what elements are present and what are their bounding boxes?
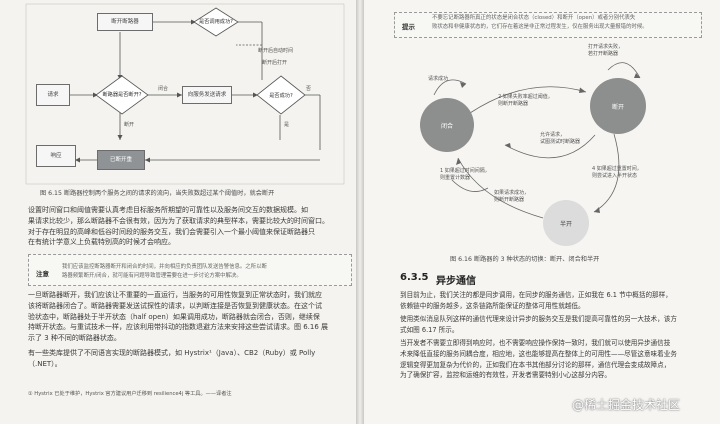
left-paragraph-1: 设置时间窗口和阈值需要认真考虑目标服务所期望的可靠性以及服务间交互的数据规模。如…	[28, 206, 329, 247]
timeout-label: 断开后自动时间	[258, 48, 294, 54]
note-box	[28, 254, 352, 286]
breaker-open-diamond: 断路器是否断开?	[102, 91, 142, 98]
tip-tag: 提示	[402, 23, 415, 31]
right-page	[364, 0, 720, 424]
left-page	[0, 0, 356, 424]
closed-label: 闭合	[158, 86, 169, 92]
watermark: @稀土掘金技术社区	[572, 398, 681, 412]
failure-threshold-label: 2 如果失败率超过阈值， 则断开断路器	[498, 94, 553, 107]
left-paragraph-2: 一旦断路器断开，我们应该让不重要的一直运行，当服务的可用性恢复到正常状态时，我们…	[28, 291, 329, 343]
book-gutter	[356, 0, 364, 424]
reset-timeout-label: 4 如果超过重置时间， 则尝试进入半开状态	[592, 166, 642, 179]
request-box: 请求	[36, 84, 70, 106]
state-open: 断开	[590, 78, 646, 134]
no-label: 否	[306, 86, 312, 92]
response-box: 响应	[36, 145, 76, 167]
note-tag: 注意	[36, 270, 49, 278]
after-timeout-label: 断开后打开	[262, 60, 288, 66]
call-ok-diamond: 是否调用成功?	[199, 18, 233, 25]
half-open-success-label: 如果请求成功， 则断开断路器	[494, 190, 530, 203]
right-paragraph-3: 当开发者不需要立即得到响应时，也不需要响应操作保持一致时，我们就可以使用异步通信…	[400, 339, 677, 380]
record-failure-box: 已断开重	[97, 150, 145, 170]
tip-text: 不要忘记断路器所真正的状态是闭合状态（closed）和断开（open）或者分别代…	[432, 15, 648, 30]
open-fail-label: 打开请求失败， 若打开断路器	[588, 44, 624, 57]
tolerance-label: 允许请求， 试图测试时断路器	[540, 132, 581, 145]
note-text: 我们应该监控断路器断开和闭合的时间，并向相应的负责团队发送告警信息。之所以断 路…	[62, 264, 267, 279]
figure-6-15-caption: 图 6.15 断路器控制两个服务之间的请求的流向，当失败数超过某个阈值时，就会断…	[40, 190, 275, 197]
left-paragraph-3: 有一些类库提供了不同语言实现的断路器模式，如 Hystrix¹（Java）、CB…	[28, 349, 316, 368]
proxy-call-box: 向服务发送请求	[182, 86, 232, 104]
right-paragraph-1: 到目前为止，我们关注的都是同步调用，在同步的服务通信，正如我在 6.1 节中概括…	[400, 291, 672, 310]
request-success-label: 请求成功	[428, 76, 449, 82]
closed-reset-label: 1 如果超过时间间隔， 则重置计数器	[440, 168, 490, 181]
open-label: 断开	[124, 122, 135, 128]
open-breaker-box: 断开断路器	[97, 13, 153, 31]
state-half-open: 半开	[543, 200, 589, 246]
tip-box	[394, 12, 702, 38]
yes-label: 是	[284, 122, 290, 128]
success-diamond: 是否成功?	[269, 92, 293, 99]
figure-6-16-caption: 图 6.16 断路器的 3 种状态的切换：断开、闭合和半开	[450, 256, 600, 263]
section-title: 异步通信	[436, 276, 476, 287]
footnote: ① Hystrix 已处于维护，Hystrix 官方建议用户迁移到 resili…	[28, 391, 232, 397]
section-number: 6.3.5	[400, 272, 429, 283]
right-paragraph-2: 使用类似消息队列这样的通信代理来设计异步的服务交互是我们提高可靠性的另一大技术，…	[400, 315, 677, 334]
state-closed: 闭合	[420, 98, 474, 152]
